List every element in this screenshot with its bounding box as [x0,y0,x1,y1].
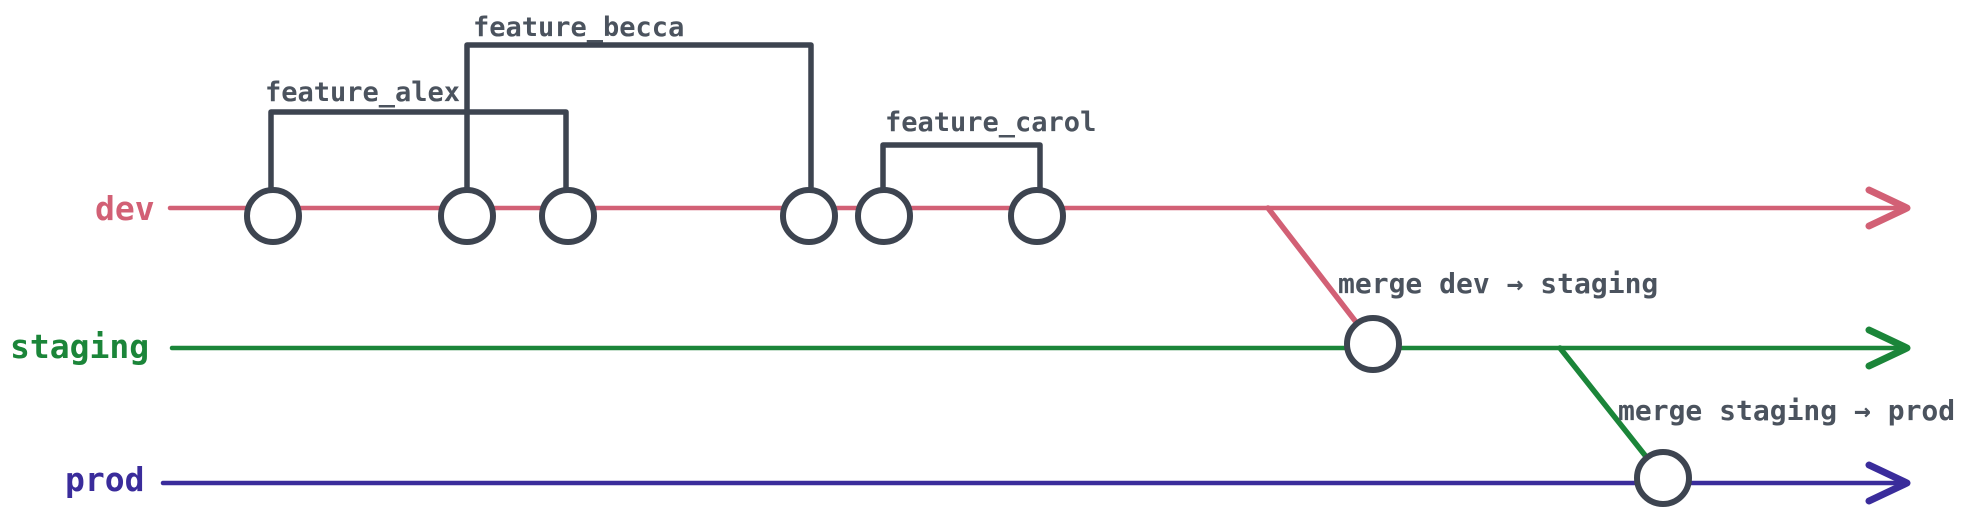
feature-alex-bracket [268,109,569,197]
commit-nodes [244,187,1692,507]
feature-carol-bracket [880,142,1043,197]
merge-staging-prod-label: merge staging → prod [1618,394,1955,427]
dev-commit-node-4 [780,187,838,245]
dev-commit-node-5 [855,187,913,245]
dev-commit-node-6 [1008,187,1066,245]
feature-becca-bracket [464,42,814,197]
dev-commit-node-1 [244,187,302,245]
feature-carol-label: feature_carol [885,107,1096,138]
merge-dev-staging-label: merge dev → staging [1338,267,1658,300]
prod-branch-label: prod [65,460,144,499]
feature-becca-label: feature_becca [473,12,684,43]
prod-branch [160,461,1911,505]
feature-alex-label: feature_alex [265,77,460,108]
staging-branch-label: staging [10,327,149,366]
staging-merge-commit-node [1344,315,1402,373]
dev-branch-label: dev [95,189,155,228]
dev-arrowhead-icon [1865,186,1911,230]
staging-arrowhead-icon [1865,326,1911,370]
prod-merge-commit-node [1634,449,1692,507]
dev-commit-node-3 [539,187,597,245]
prod-arrowhead-icon [1865,461,1911,505]
annotation-labels: feature_alex feature_becca feature_carol… [265,12,1955,427]
dev-commit-node-2 [438,187,496,245]
feature-brackets [268,42,1043,197]
